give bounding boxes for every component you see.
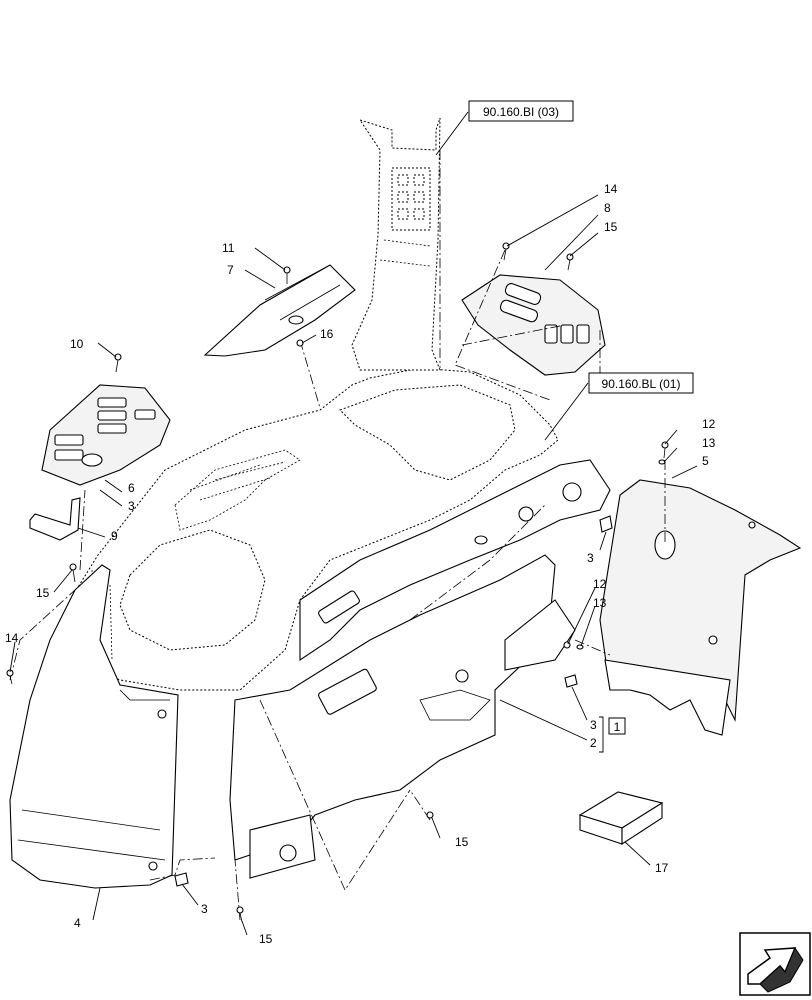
callout-15-top: 15 bbox=[604, 220, 618, 234]
callout-12-mid: 12 bbox=[593, 577, 607, 591]
fasteners bbox=[6, 242, 669, 923]
callout-6: 6 bbox=[128, 481, 135, 495]
screw-14-left bbox=[6, 669, 14, 685]
reference-box-mid[interactable]: 90.160.BL (01) bbox=[588, 372, 694, 394]
leader-lines bbox=[9, 111, 698, 936]
screw-15-mid bbox=[426, 811, 434, 819]
callout-10: 10 bbox=[70, 337, 84, 351]
assembly-bracket: 1 bbox=[599, 716, 626, 753]
screw-14-top bbox=[502, 242, 510, 261]
reference-box-top[interactable]: 90.160.BI (03) bbox=[468, 100, 574, 122]
part-7-visor bbox=[203, 264, 356, 357]
part-3-side-trim bbox=[299, 459, 611, 671]
part-2-lower-panel bbox=[229, 554, 556, 879]
cab-hood-phantom bbox=[69, 367, 559, 691]
clip-3-bottom bbox=[174, 872, 189, 887]
callout-11: 11 bbox=[222, 241, 235, 255]
callout-14-top: 14 bbox=[604, 182, 618, 196]
bracket-box-label: 1 bbox=[614, 720, 621, 734]
screw-16 bbox=[296, 339, 304, 347]
callout-8: 8 bbox=[604, 201, 611, 215]
page-turn-arrow-icon[interactable] bbox=[739, 932, 811, 996]
callout-7: 7 bbox=[227, 263, 234, 277]
clip-3-right bbox=[599, 515, 613, 533]
callout-15-left: 15 bbox=[36, 586, 50, 600]
callout-9: 9 bbox=[111, 529, 118, 543]
callout-13-top: 13 bbox=[702, 436, 716, 450]
callout-14-left: 14 bbox=[5, 631, 19, 645]
part-4-left-fender bbox=[9, 564, 179, 889]
callout-12-top: 12 bbox=[702, 417, 716, 431]
callout-3-left: 3 bbox=[128, 499, 135, 513]
clip-3-bracket bbox=[564, 674, 578, 688]
phantom-lines bbox=[9, 150, 666, 921]
screw-10 bbox=[114, 353, 122, 373]
callout-4: 4 bbox=[74, 916, 81, 930]
cab-post-phantom bbox=[351, 117, 441, 371]
callout-15-mid: 15 bbox=[455, 835, 469, 849]
screw-15-left bbox=[69, 563, 77, 583]
callout-3-bracket: 3 bbox=[590, 718, 597, 732]
callout-13-mid: 13 bbox=[593, 596, 607, 610]
screw-15-bottom bbox=[236, 906, 244, 923]
part-8-switch-panel bbox=[461, 274, 606, 376]
screw-15-top bbox=[566, 253, 574, 271]
screw-11 bbox=[283, 266, 291, 284]
screw-12-top bbox=[661, 441, 669, 459]
part-9-bracket bbox=[29, 497, 81, 541]
callout-2-bracket: 2 bbox=[590, 736, 597, 750]
callout-5: 5 bbox=[702, 454, 709, 468]
reference-label-top: 90.160.BI (03) bbox=[483, 105, 559, 119]
callout-3-right: 3 bbox=[587, 551, 594, 565]
callout-3-bottom: 3 bbox=[201, 902, 208, 916]
part-17-box bbox=[578, 791, 664, 846]
part-5-rear-panel bbox=[599, 479, 802, 736]
screw-12-mid bbox=[563, 641, 571, 649]
washer-13-mid bbox=[576, 644, 584, 650]
callout-16: 16 bbox=[320, 327, 334, 341]
washer-13-top bbox=[658, 459, 666, 465]
callout-17: 17 bbox=[655, 861, 669, 875]
reference-label-mid: 90.160.BL (01) bbox=[602, 377, 681, 391]
callout-15-bottom: 15 bbox=[259, 932, 273, 946]
part-6-switch-panel bbox=[41, 384, 171, 486]
callouts: 14 8 15 11 7 16 10 6 3 9 15 14 12 13 5 3… bbox=[5, 182, 716, 946]
